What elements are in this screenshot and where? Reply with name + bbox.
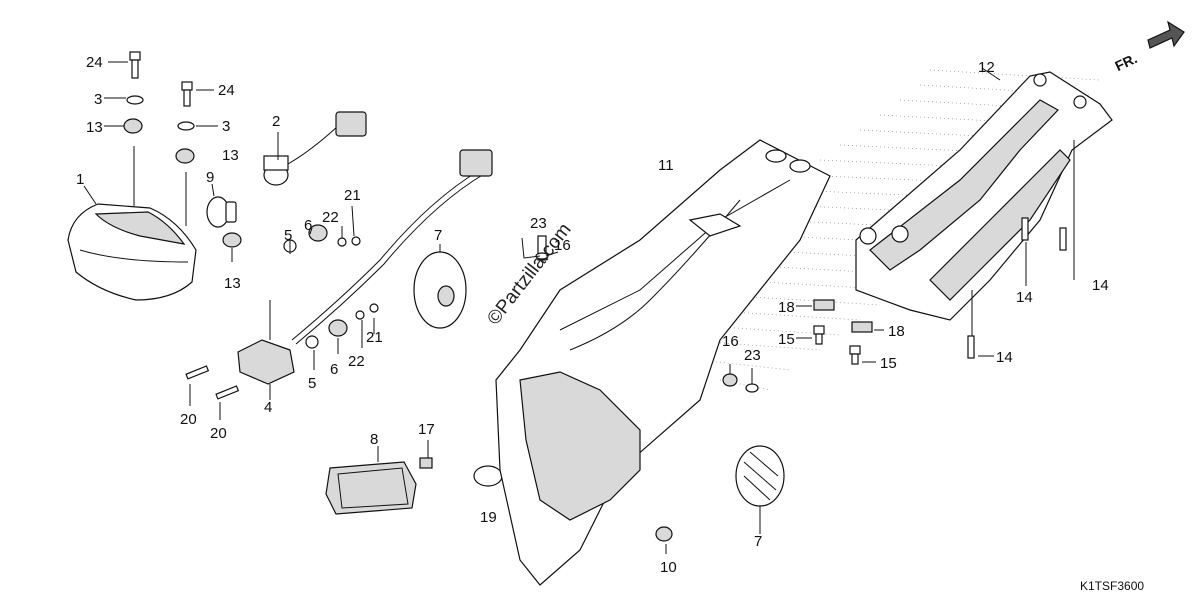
callout-c5a: 5 [284, 227, 292, 244]
bolt-24-right [181, 81, 193, 107]
washer-3-left [126, 95, 144, 105]
nut-13-b [175, 148, 195, 164]
callout-c6b: 6 [330, 361, 338, 378]
callout-c13b: 13 [222, 147, 239, 164]
clip-18-upper [813, 299, 835, 311]
callout-c7b: 7 [754, 533, 762, 550]
callout-c19: 19 [480, 509, 497, 526]
callout-c16b: 16 [722, 333, 739, 350]
bolt-15-lower [849, 345, 861, 365]
callout-c14c: 14 [996, 349, 1013, 366]
cap-7-right [735, 445, 785, 507]
reflector-8 [325, 461, 417, 515]
collar-5-lower [305, 335, 319, 349]
plug-19 [473, 465, 503, 487]
diagram-code: K1TSF3600 [1080, 579, 1144, 593]
callout-c15b: 15 [880, 355, 897, 372]
callout-c1: 1 [76, 171, 84, 188]
washer-3-right [177, 121, 195, 131]
rear-fender-11 [495, 139, 831, 586]
nut-21-upper [351, 236, 361, 246]
grommet-6-lower [328, 319, 348, 337]
washer-22-lower [355, 310, 365, 320]
callout-c20a: 20 [180, 411, 197, 428]
bulb-9 [206, 196, 237, 228]
callout-c3a: 3 [94, 91, 102, 108]
nut-13-c [222, 232, 242, 248]
callout-c24b: 24 [218, 82, 235, 99]
callout-c21b: 21 [366, 329, 383, 346]
callout-c13c: 13 [224, 275, 241, 292]
socket-harness-2 [263, 111, 367, 186]
callout-c21a: 21 [344, 187, 361, 204]
callout-c24a: 24 [86, 54, 103, 71]
callout-c5b: 5 [308, 375, 316, 392]
leader-lines [83, 61, 1075, 554]
bolt-14-b [1059, 227, 1067, 251]
callout-c20b: 20 [210, 425, 227, 442]
callout-c4: 4 [264, 399, 272, 416]
grommet-6-upper [308, 224, 328, 242]
nut-21-lower [369, 303, 379, 313]
nut-10 [655, 526, 673, 542]
bolt-14-a [1021, 217, 1029, 241]
callout-c14b: 14 [1092, 277, 1109, 294]
bolt-15-upper [813, 325, 825, 345]
callout-c7a: 7 [434, 227, 442, 244]
screw-20-a [185, 365, 210, 380]
clip-18-lower [851, 321, 873, 333]
callout-c2: 2 [272, 113, 280, 130]
nut-17 [419, 457, 433, 469]
rear-frame-12 [855, 71, 1113, 321]
callout-c17: 17 [418, 421, 435, 438]
callout-c16a: 16 [554, 237, 571, 254]
callout-c9: 9 [206, 169, 214, 186]
callout-c14a: 14 [1016, 289, 1033, 306]
callout-c18a: 18 [778, 299, 795, 316]
front-label: FR. [1112, 50, 1139, 74]
callout-c22b: 22 [348, 353, 365, 370]
callout-c13a: 13 [86, 119, 103, 136]
license-lamp-4 [237, 300, 295, 385]
callout-c22a: 22 [322, 209, 339, 226]
bolt-14-c [967, 335, 975, 359]
callout-c12: 12 [978, 59, 995, 76]
tail-lamp [67, 203, 197, 301]
front-direction-arrow: FR. [1112, 20, 1185, 74]
callout-c18b: 18 [888, 323, 905, 340]
callout-c11: 11 [658, 157, 674, 174]
screw-20-b [215, 385, 240, 400]
callout-c8: 8 [370, 431, 378, 448]
callout-c23a: 23 [530, 215, 547, 232]
callout-labels: 24 3 13 1 24 3 13 9 13 2 21 22 6 5 7 21 … [76, 54, 1109, 576]
callout-c6a: 6 [304, 217, 312, 234]
bolt-16-upper [537, 235, 547, 261]
callout-c10: 10 [660, 559, 677, 576]
cap-7-left [413, 251, 467, 329]
license-harness [291, 149, 493, 345]
washer-23-lower [745, 383, 759, 393]
nut-16-lower [722, 373, 738, 387]
callout-c23b: 23 [744, 347, 761, 364]
washer-22-upper [337, 237, 347, 247]
bolt-24-left [129, 51, 141, 79]
callout-c3b: 3 [222, 118, 230, 135]
callout-c15a: 15 [778, 331, 795, 348]
nut-13-a [123, 118, 143, 134]
